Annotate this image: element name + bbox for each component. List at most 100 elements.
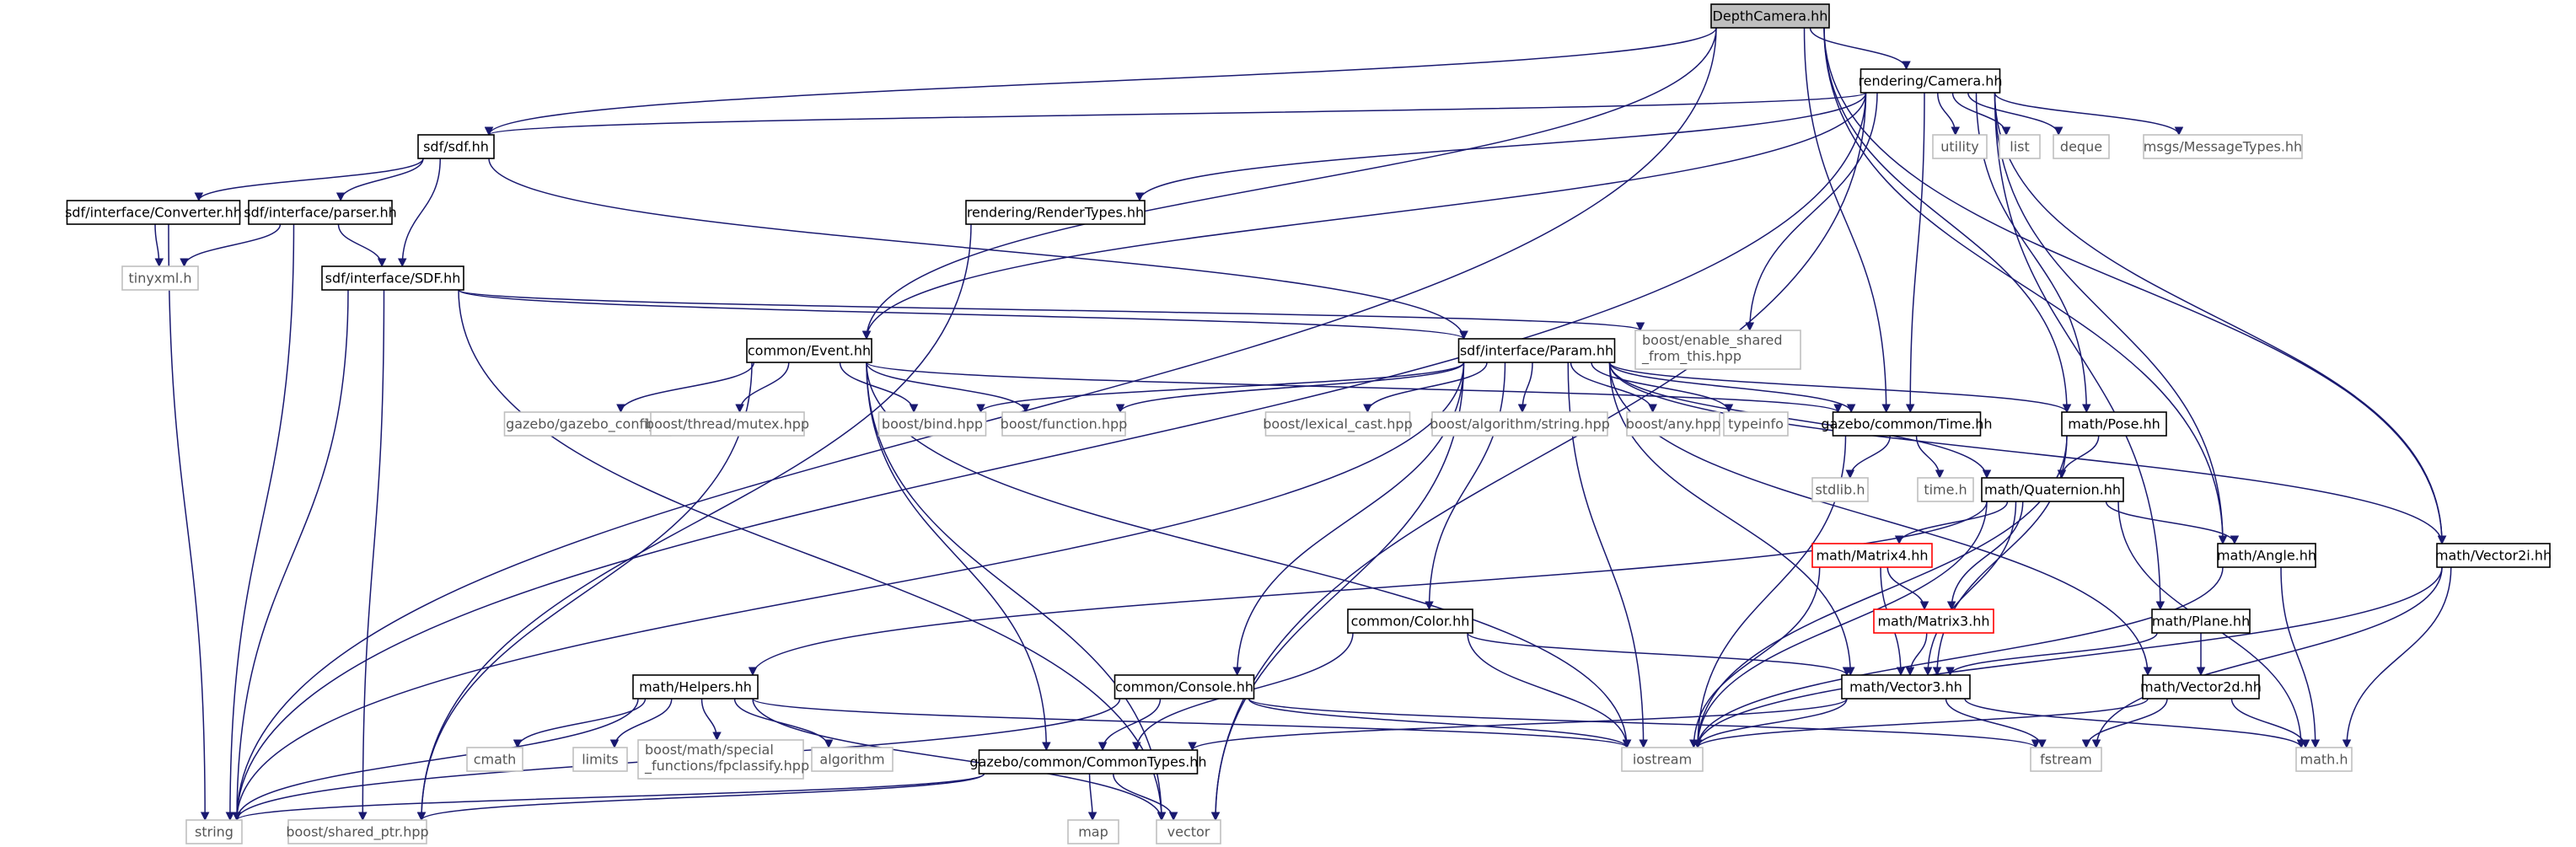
node-string: string — [185, 819, 243, 844]
include-edge — [1087, 773, 1097, 822]
include-edge — [1467, 632, 1852, 677]
node-vector2i[interactable]: math/Vector2i.hh — [2435, 543, 2552, 568]
node-param[interactable]: sdf/interface/Param.hh — [1457, 338, 1616, 363]
node-box — [1811, 543, 1933, 568]
include-edge — [1994, 92, 2447, 545]
node-matrix3[interactable]: math/Matrix3.hh — [1873, 608, 1994, 634]
node-box — [287, 819, 427, 844]
node-label: math/Angle.hh — [2217, 548, 2316, 564]
include-edge — [1937, 92, 1960, 137]
node-quaternion[interactable]: math/Quaternion.hh — [1981, 477, 2124, 502]
include-edge — [861, 27, 1717, 340]
node-color[interactable]: common/Color.hh — [1347, 608, 1473, 634]
edge-arrow — [1923, 501, 2017, 677]
node-rendertypes[interactable]: rendering/RenderTypes.hh — [965, 200, 1146, 225]
node-box — [1710, 3, 1830, 29]
edge-arrow — [232, 92, 1867, 822]
node-plane[interactable]: math/Plane.hh — [2151, 608, 2251, 634]
include-edge — [232, 289, 349, 822]
node-label: rendering/RenderTypes.hh — [967, 205, 1144, 221]
node-label: limits — [582, 752, 619, 768]
node-camera[interactable]: rendering/Camera.hh — [1858, 68, 2003, 94]
edge-arrow — [1693, 698, 2149, 749]
include-edge — [1693, 566, 2443, 749]
edge-arrow — [1608, 362, 1992, 480]
include-edge — [1693, 501, 1988, 749]
include-edge — [1135, 92, 1867, 202]
node-label: boost/algorithm/string.hpp — [1430, 416, 1610, 432]
edge-arrow — [232, 698, 639, 822]
node-converter[interactable]: sdf/interface/Converter.hh — [65, 200, 242, 225]
node-vector3[interactable]: math/Vector3.hh — [1841, 674, 1971, 700]
node-label: deque — [2060, 139, 2102, 155]
node-time[interactable]: gazebo/common/Time.hh — [1821, 411, 1993, 437]
node-helpers[interactable]: math/Helpers.hh — [632, 674, 759, 700]
node-box — [466, 747, 523, 772]
node-vector2d[interactable]: math/Vector2d.hh — [2140, 674, 2262, 700]
include-edge — [1905, 632, 1928, 677]
node-box — [1723, 411, 1789, 437]
node-box — [1999, 134, 2041, 159]
node-box — [248, 200, 393, 225]
edge-arrow — [866, 362, 1632, 749]
node-parser[interactable]: sdf/interface/parser.hh — [244, 200, 397, 225]
node-box — [746, 338, 872, 363]
node-angle[interactable]: math/Angle.hh — [2217, 543, 2316, 568]
include-edge — [458, 289, 1468, 340]
node-shared-ptr: boost/shared_ptr.hpp — [286, 819, 429, 844]
edge-arrow — [976, 362, 1465, 414]
include-edge — [1823, 27, 2228, 545]
edge-arrow — [1946, 501, 2024, 611]
node-matrix4[interactable]: math/Matrix4.hh — [1811, 543, 1933, 568]
include-edge — [337, 223, 387, 268]
include-edge — [168, 223, 210, 822]
edge-arrow — [1115, 362, 1465, 414]
include-edge — [1188, 698, 1848, 752]
node-box — [1873, 608, 1994, 634]
edge-arrow — [1608, 362, 2447, 545]
edge-arrow — [233, 773, 985, 822]
node-console[interactable]: common/Console.hh — [1114, 674, 1255, 700]
include-edge — [1845, 435, 1891, 480]
edge-arrow — [513, 698, 647, 749]
edge-arrow — [337, 223, 387, 268]
edge-arrow — [1905, 632, 1928, 677]
edge-arrow — [358, 289, 385, 822]
node-label: iostream — [1633, 752, 1692, 768]
node-depthcamera[interactable]: DepthCamera.hh — [1710, 3, 1830, 29]
include-edge — [1967, 92, 2063, 137]
include-edge — [358, 289, 385, 822]
edge-arrow — [1951, 92, 2011, 137]
node-box — [965, 200, 1146, 225]
node-timeh: time.h — [1917, 477, 1974, 502]
include-edge — [2280, 566, 2321, 749]
node-label: gazebo/common/Time.hh — [1821, 416, 1992, 432]
include-edge — [1363, 362, 1488, 414]
edge-arrow — [1425, 362, 1506, 611]
include-edge — [1994, 92, 2228, 545]
edge-arrow — [168, 223, 210, 822]
edge-arrow — [225, 223, 295, 822]
node-box — [637, 739, 804, 780]
node-box — [1634, 330, 1801, 370]
edge-arrow — [1964, 698, 2306, 749]
node-sdf[interactable]: sdf/sdf.hh — [417, 134, 495, 159]
edge-arrow — [2342, 566, 2452, 749]
include-edge — [1994, 92, 2184, 137]
node-box — [572, 747, 628, 772]
include-edge — [1608, 362, 1992, 480]
include-edge — [488, 158, 1468, 340]
node-sdfsdf[interactable]: sdf/interface/SDF.hh — [321, 265, 464, 291]
node-event[interactable]: common/Event.hh — [746, 338, 872, 363]
node-function: boost/function.hpp — [1001, 411, 1127, 437]
node-box — [978, 749, 1199, 775]
node-box — [811, 747, 894, 772]
node-label: sdf/interface/SDF.hh — [325, 271, 461, 287]
node-commontypes[interactable]: gazebo/common/CommonTypes.hh — [969, 749, 1207, 775]
node-label: boost/math/special_functions/fpclassify.… — [644, 742, 809, 775]
node-pose[interactable]: math/Pose.hh — [2061, 411, 2167, 437]
edge-arrow — [416, 223, 972, 822]
include-edge — [866, 362, 1167, 822]
include-edge — [748, 501, 1988, 677]
edge-arrow — [2105, 501, 2240, 545]
